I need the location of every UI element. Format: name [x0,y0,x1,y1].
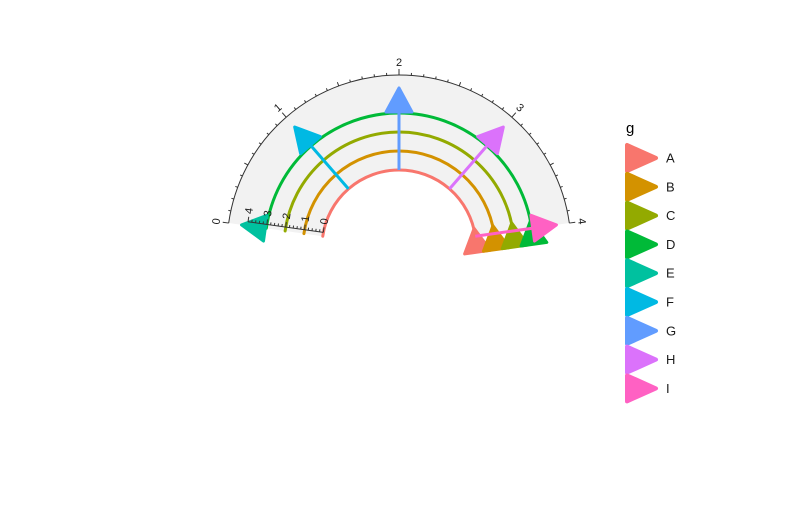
theta-minor-tick [293,107,297,110]
theta-minor-tick [325,88,328,91]
arrow-head-G [384,86,414,114]
legend-key-A [625,143,658,173]
legend-label-H: H [666,352,675,367]
theta-major-tick [222,221,229,224]
radius-tick-label: 2 [281,212,294,220]
arrow-head-I [529,213,558,243]
theta-axis-line [228,74,570,224]
legend-label-E: E [666,266,675,281]
theta-minor-tick [235,185,238,188]
radius-tick-label: 4 [243,207,256,215]
legend-label-B: B [666,179,675,194]
theta-minor-tick [304,100,307,103]
radius-major-tick [322,227,325,233]
theta-minor-tick [349,79,351,83]
theta-minor-tick [244,162,249,166]
legend-key-H [625,344,658,375]
theta-minor-tick [549,162,554,166]
theta-major-tick [569,221,576,224]
theta-tick-label: 2 [396,57,402,69]
theta-minor-tick [470,88,473,91]
legend-label-D: D [666,237,675,252]
theta-minor-tick [239,174,243,177]
legend-label-C: C [666,208,675,223]
theta-major-tick [511,112,517,118]
arc-A [321,168,477,238]
theta-minor-tick [560,185,563,188]
theta-minor-tick [564,197,567,200]
legend-label-I: I [666,381,670,396]
theta-major-tick [281,112,287,118]
theta-minor-tick [536,142,540,145]
radius-tick-label: 0 [318,218,331,226]
theta-minor-tick [361,76,363,80]
theta-tick-label: 0 [210,218,223,226]
theta-minor-tick [447,79,449,83]
theta-minor-tick [435,76,437,80]
legend-title: g [626,120,634,137]
theta-minor-tick [228,209,231,212]
theta-minor-tick [314,93,317,97]
legend-key-D [625,229,658,260]
arrow-shaft-F [303,136,350,190]
theta-minor-tick [336,81,340,87]
theta-minor-tick [567,209,570,212]
theta-minor-tick [555,174,559,177]
legend-key-I [625,373,658,404]
theta-minor-tick [258,142,262,145]
legend-label-F: F [666,295,674,310]
arrow-shaft-H [448,136,495,190]
theta-minor-tick [501,107,505,110]
radius-tick-label: 3 [262,210,275,218]
theta-minor-tick [251,152,255,155]
theta-minor-tick [458,81,462,87]
theta-minor-tick [520,123,523,126]
radius-major-tick [247,216,250,222]
theta-tick-label: 4 [575,218,588,226]
legend-label-A: A [666,151,675,166]
legend-key-G [625,315,658,346]
arrow-head-E [240,213,269,243]
radius-tick-label: 1 [300,215,313,223]
theta-minor-tick [491,100,494,103]
legend-key-C [625,200,658,231]
arrow-head-F [293,125,322,156]
arrow-shaft-I [475,225,543,238]
radius-major-tick [303,224,306,230]
theta-minor-tick [231,197,234,200]
radius-major-tick [266,219,269,225]
arrow-head-H [476,125,505,156]
series-arrows [240,86,558,256]
legend-label-G: G [666,323,676,338]
theta-minor-tick [266,132,270,135]
theta-minor-tick [275,123,278,126]
legend-key-F [625,287,658,317]
legend-key-E [625,258,658,289]
legend-key-B [625,171,658,202]
theta-minor-tick [528,132,532,135]
theta-minor-tick [481,93,484,97]
radius-major-tick [285,222,287,228]
theta-minor-tick [543,152,547,155]
